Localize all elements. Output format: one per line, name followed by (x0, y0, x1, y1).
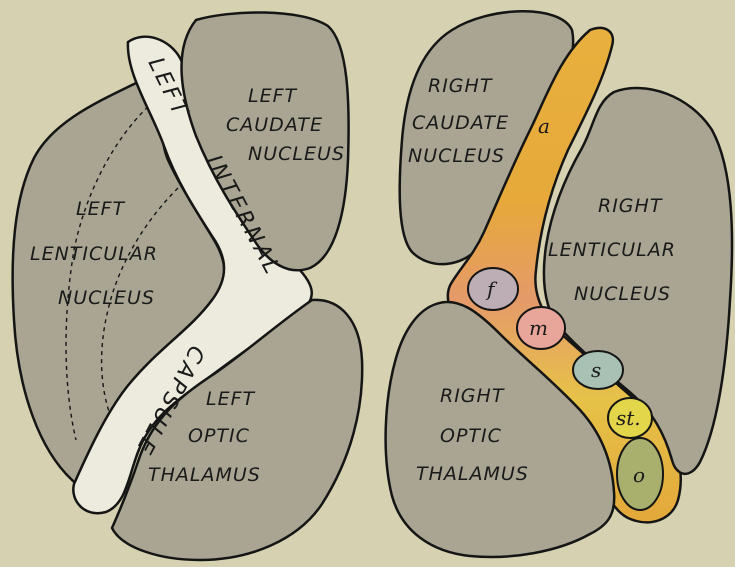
tract-label-st: st. (616, 406, 641, 430)
right-caudate-label-line3: NUCLEUS (408, 145, 505, 167)
tract-label-a: a (538, 114, 550, 138)
tract-label-s: s (591, 358, 601, 382)
right-lenticular-label-line1: RIGHT (598, 195, 663, 217)
right-lenticular-label-line3: NUCLEUS (574, 283, 671, 305)
left-caudate-label-line3: NUCLEUS (248, 143, 345, 165)
left-caudate-label-line2: CAUDATE (226, 114, 323, 136)
tract-label-o: o (633, 463, 645, 487)
left-lenticular-label-line2: LENTICULAR (30, 243, 158, 265)
tract-label-m: m (529, 316, 548, 340)
left-hemisphere: LEFT CAUDATE NUCLEUS LEFT LENTICULAR NUC… (13, 12, 363, 560)
right-thalamus-label-line3: THALAMUS (416, 463, 529, 485)
right-thalamus-label-line2: OPTIC (440, 425, 502, 447)
left-lenticular-label-line3: NUCLEUS (58, 287, 155, 309)
left-thalamus-label-line2: OPTIC (188, 425, 250, 447)
right-caudate-label-line1: RIGHT (428, 75, 493, 97)
right-hemisphere: a f m s st. o RIGHT CAUDATE NUCLEUS RIGH… (386, 11, 732, 557)
left-thalamus-label-line1: LEFT (206, 388, 256, 410)
left-lenticular-label-line1: LEFT (76, 198, 126, 220)
left-caudate-label-line1: LEFT (248, 85, 298, 107)
right-lenticular-label-line2: LENTICULAR (548, 239, 676, 261)
right-caudate-label-line2: CAUDATE (412, 112, 509, 134)
left-thalamus-label-line3: THALAMUS (148, 464, 261, 486)
right-thalamus-label-line1: RIGHT (440, 385, 505, 407)
